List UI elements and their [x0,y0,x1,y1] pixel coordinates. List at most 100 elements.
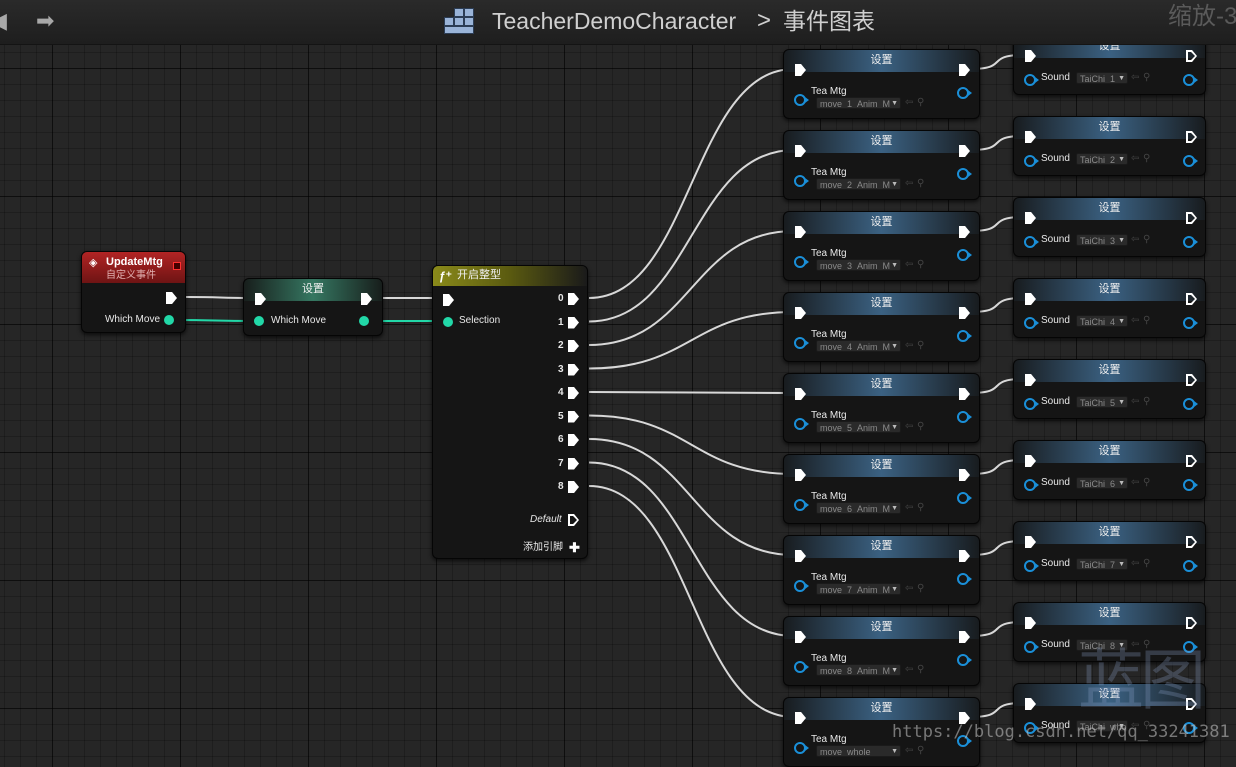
sound-asset-select[interactable]: TaiChi_2▼ [1076,153,1128,165]
exec-in-pin[interactable] [1025,374,1036,386]
tea-mtg-asset-select[interactable]: move_2_Anim_M▼ [816,178,901,190]
tea-mtg-asset-select[interactable]: move_whole▼ [816,745,901,757]
use-asset-arrow-icon[interactable]: ⇦ [1131,315,1140,326]
use-asset-arrow-icon[interactable]: ⇦ [1131,477,1140,488]
use-asset-arrow-icon[interactable]: ⇦ [905,340,914,351]
tea-mtg-input-pin[interactable] [794,742,809,754]
exec-in-pin[interactable] [795,469,806,481]
tea-mtg-asset-select[interactable]: move_7_Anim_M▼ [816,583,901,595]
switch-output-pin-4[interactable] [568,387,579,399]
exec-in-pin[interactable] [1025,212,1036,224]
browse-search-icon[interactable]: ⚲ [1143,315,1151,326]
switch-output-pin-8[interactable] [568,481,579,493]
use-asset-arrow-icon[interactable]: ⇦ [905,259,914,270]
which-move-input-pin[interactable] [254,316,264,326]
sound-input-pin[interactable] [1024,155,1039,167]
close-icon[interactable] [173,262,181,270]
use-asset-arrow-icon[interactable]: ⇦ [905,502,914,513]
switch-output-pin-5[interactable] [568,410,579,423]
exec-in-pin[interactable] [1025,50,1036,62]
tea-mtg-asset-select[interactable]: move_5_Anim_M▼ [816,421,901,433]
sound-input-pin[interactable] [1024,722,1039,734]
exec-in-pin[interactable] [1025,617,1036,629]
sound-asset-select[interactable]: TaiChi_1▼ [1076,72,1128,84]
exec-out-pin[interactable] [959,469,970,481]
sound-asset-select[interactable]: TaiChi_whole▼ [1076,720,1128,732]
exec-in-pin[interactable] [795,226,806,238]
set-which-move-node[interactable]: 设置 Which Move [243,278,383,336]
sound-output-pin[interactable] [1183,317,1198,329]
browse-search-icon[interactable]: ⚲ [1143,477,1151,488]
use-asset-arrow-icon[interactable]: ⇦ [905,178,914,189]
exec-in-pin[interactable] [795,631,806,643]
use-asset-arrow-icon[interactable]: ⇦ [905,421,914,432]
use-asset-arrow-icon[interactable]: ⇦ [1131,720,1140,731]
switch-output-pin-6[interactable] [568,434,579,446]
sound-input-pin[interactable] [1024,74,1039,86]
tea-mtg-output-pin[interactable] [957,654,972,666]
tea-mtg-output-pin[interactable] [957,330,972,342]
exec-in-pin[interactable] [1025,455,1036,467]
use-asset-arrow-icon[interactable]: ⇦ [1131,639,1140,650]
browse-search-icon[interactable]: ⚲ [917,340,925,351]
tea-mtg-output-pin[interactable] [957,411,972,423]
use-asset-arrow-icon[interactable]: ⇦ [905,745,914,756]
tea-mtg-input-pin[interactable] [794,499,809,511]
browse-search-icon[interactable]: ⚲ [1143,558,1151,569]
switch-output-pin-0[interactable] [568,293,579,305]
add-pin-label[interactable]: 添加引脚 [523,542,563,553]
selection-input-pin[interactable] [443,317,453,327]
use-asset-arrow-icon[interactable]: ⇦ [905,664,914,675]
exec-out-pin[interactable] [959,307,970,319]
tea-mtg-input-pin[interactable] [794,337,809,349]
browse-search-icon[interactable]: ⚲ [917,178,925,189]
switch-output-pin-7[interactable] [568,457,579,470]
exec-out-pin[interactable] [959,631,970,643]
use-asset-arrow-icon[interactable]: ⇦ [1131,234,1140,245]
browse-search-icon[interactable]: ⚲ [917,259,925,270]
browse-search-icon[interactable]: ⚲ [1143,396,1151,407]
switch-output-pin-1[interactable] [568,316,579,329]
exec-in-pin[interactable] [255,293,266,305]
exec-in-pin[interactable] [1025,698,1036,710]
tea-mtg-input-pin[interactable] [794,256,809,268]
tea-mtg-output-pin[interactable] [957,735,972,747]
tea-mtg-output-pin[interactable] [957,249,972,261]
use-asset-arrow-icon[interactable]: ⇦ [905,583,914,594]
exec-in-pin[interactable] [795,388,806,400]
browse-search-icon[interactable]: ⚲ [1143,153,1151,164]
sound-input-pin[interactable] [1024,236,1039,248]
exec-in-pin[interactable] [795,712,806,724]
tea-mtg-output-pin[interactable] [957,168,972,180]
tea-mtg-output-pin[interactable] [957,87,972,99]
exec-out-pin[interactable] [361,293,372,305]
exec-in-pin[interactable] [443,294,454,306]
sound-output-pin[interactable] [1183,74,1198,86]
breadcrumb-root[interactable]: TeacherDemoCharacter [492,8,737,34]
add-pin-plus-icon[interactable]: ✚ [569,540,580,555]
exec-out-pin[interactable] [959,388,970,400]
exec-out-pin[interactable] [166,292,177,304]
which-move-output-pin[interactable] [164,315,174,325]
event-node-updatemtg[interactable]: ◈ UpdateMtg 自定义事件 Which Move [81,251,186,333]
sound-output-pin[interactable] [1183,479,1198,491]
sound-output-pin[interactable] [1183,398,1198,410]
browse-search-icon[interactable]: ⚲ [1143,720,1151,731]
tea-mtg-input-pin[interactable] [794,94,809,106]
sound-input-pin[interactable] [1024,641,1039,653]
sound-input-pin[interactable] [1024,479,1039,491]
tea-mtg-input-pin[interactable] [794,175,809,187]
